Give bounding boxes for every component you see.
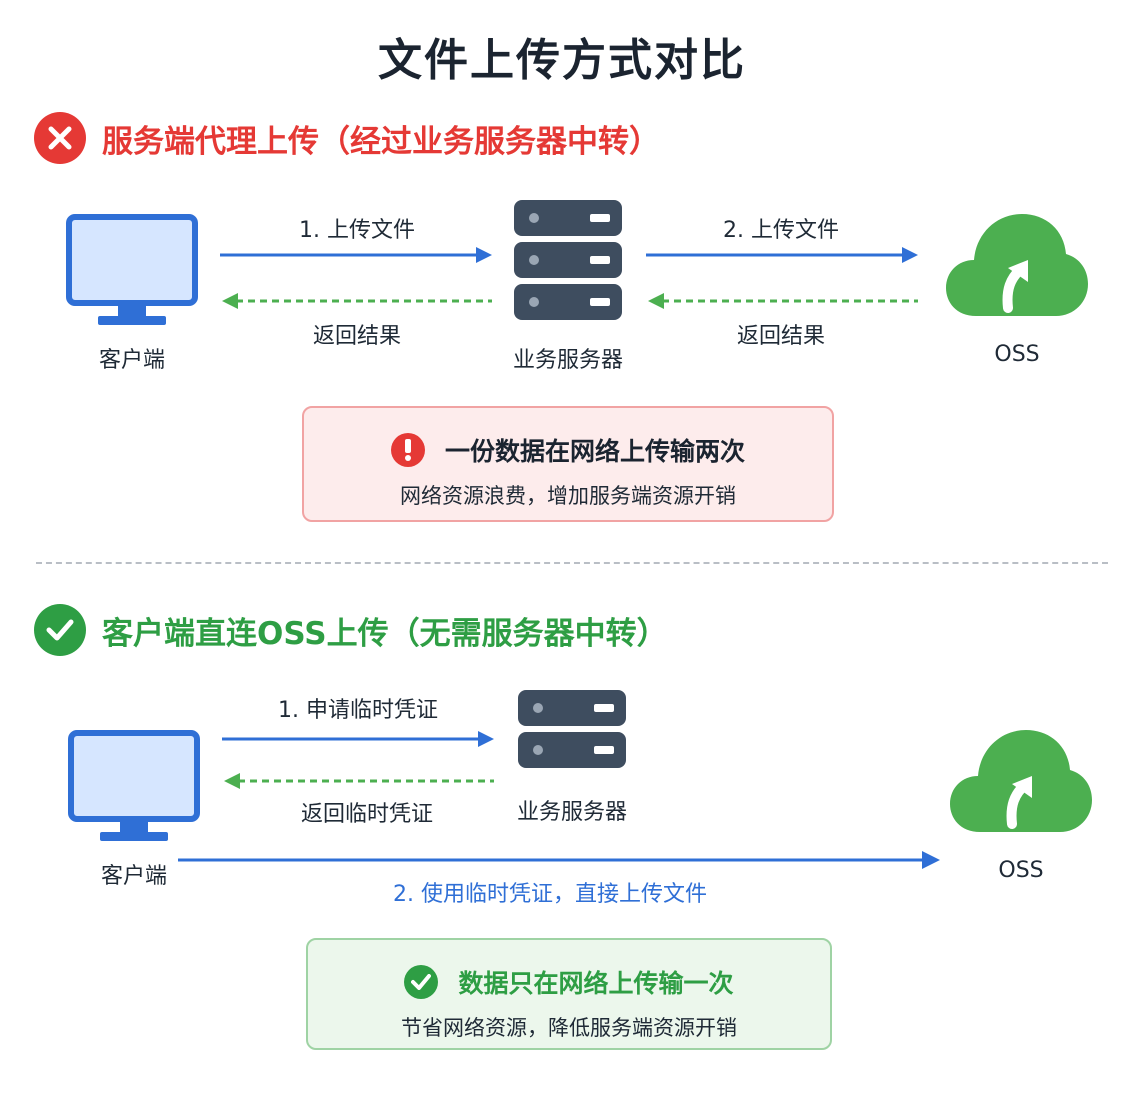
client-label: 客户端 — [100, 864, 167, 889]
section2-header: 客户端直连OSS上传（无需服务器中转） — [34, 604, 668, 656]
client-label: 客户端 — [98, 348, 165, 373]
oss-label: OSS — [998, 858, 1044, 883]
exclamation-icon — [390, 433, 425, 467]
request-credential-label: 1. 申请临时凭证 — [278, 698, 438, 723]
section2-heading: 客户端直连OSS上传（无需服务器中转） — [102, 615, 668, 652]
oss-label: OSS — [994, 342, 1040, 367]
return-credential-arrow — [224, 773, 494, 789]
check-circle-icon — [404, 965, 439, 999]
return-result-label: 返回结果 — [312, 324, 401, 349]
request-arrow — [222, 731, 494, 747]
client-monitor-icon — [68, 730, 200, 841]
direct-upload-arrow — [178, 851, 940, 869]
section-divider — [36, 562, 1108, 564]
direct-upload-label: 2. 使用临时凭证，直接上传文件 — [393, 882, 707, 907]
section1-header: 服务端代理上传（经过业务服务器中转） — [34, 112, 660, 164]
return-arrow-1 — [222, 293, 492, 309]
success-note-subtitle: 节省网络资源，降低服务端资源开销 — [401, 1016, 737, 1040]
page-title: 文件上传方式对比 — [378, 35, 746, 86]
upload-arrow-1 — [220, 247, 492, 263]
upload-file-arrow-label: 1. 上传文件 — [299, 218, 415, 243]
success-note: 数据只在网络上传输一次 节省网络资源，降低服务端资源开销 — [306, 938, 832, 1050]
oss-cloud-icon — [946, 214, 1088, 316]
upload-arrow-2 — [646, 247, 918, 263]
section1-heading: 服务端代理上传（经过业务服务器中转） — [102, 123, 660, 160]
server-label: 业务服务器 — [512, 348, 623, 373]
check-icon — [34, 604, 86, 656]
return-arrow-2 — [648, 293, 918, 309]
error-x-icon — [34, 112, 86, 164]
return-credential-label: 返回临时凭证 — [300, 802, 433, 827]
server-icon — [514, 200, 622, 320]
success-note-title: 数据只在网络上传输一次 — [458, 969, 734, 998]
upload-file-arrow-label-2: 2. 上传文件 — [723, 218, 839, 243]
warning-note-title: 一份数据在网络上传输两次 — [444, 437, 745, 466]
warning-note: 一份数据在网络上传输两次 网络资源浪费，增加服务端资源开销 — [302, 406, 834, 522]
server-icon — [518, 690, 626, 768]
oss-cloud-icon — [950, 730, 1092, 832]
server-label: 业务服务器 — [516, 800, 627, 825]
warning-note-subtitle: 网络资源浪费，增加服务端资源开销 — [400, 484, 736, 508]
return-result-label-2: 返回结果 — [736, 324, 825, 349]
client-monitor-icon — [66, 214, 198, 325]
